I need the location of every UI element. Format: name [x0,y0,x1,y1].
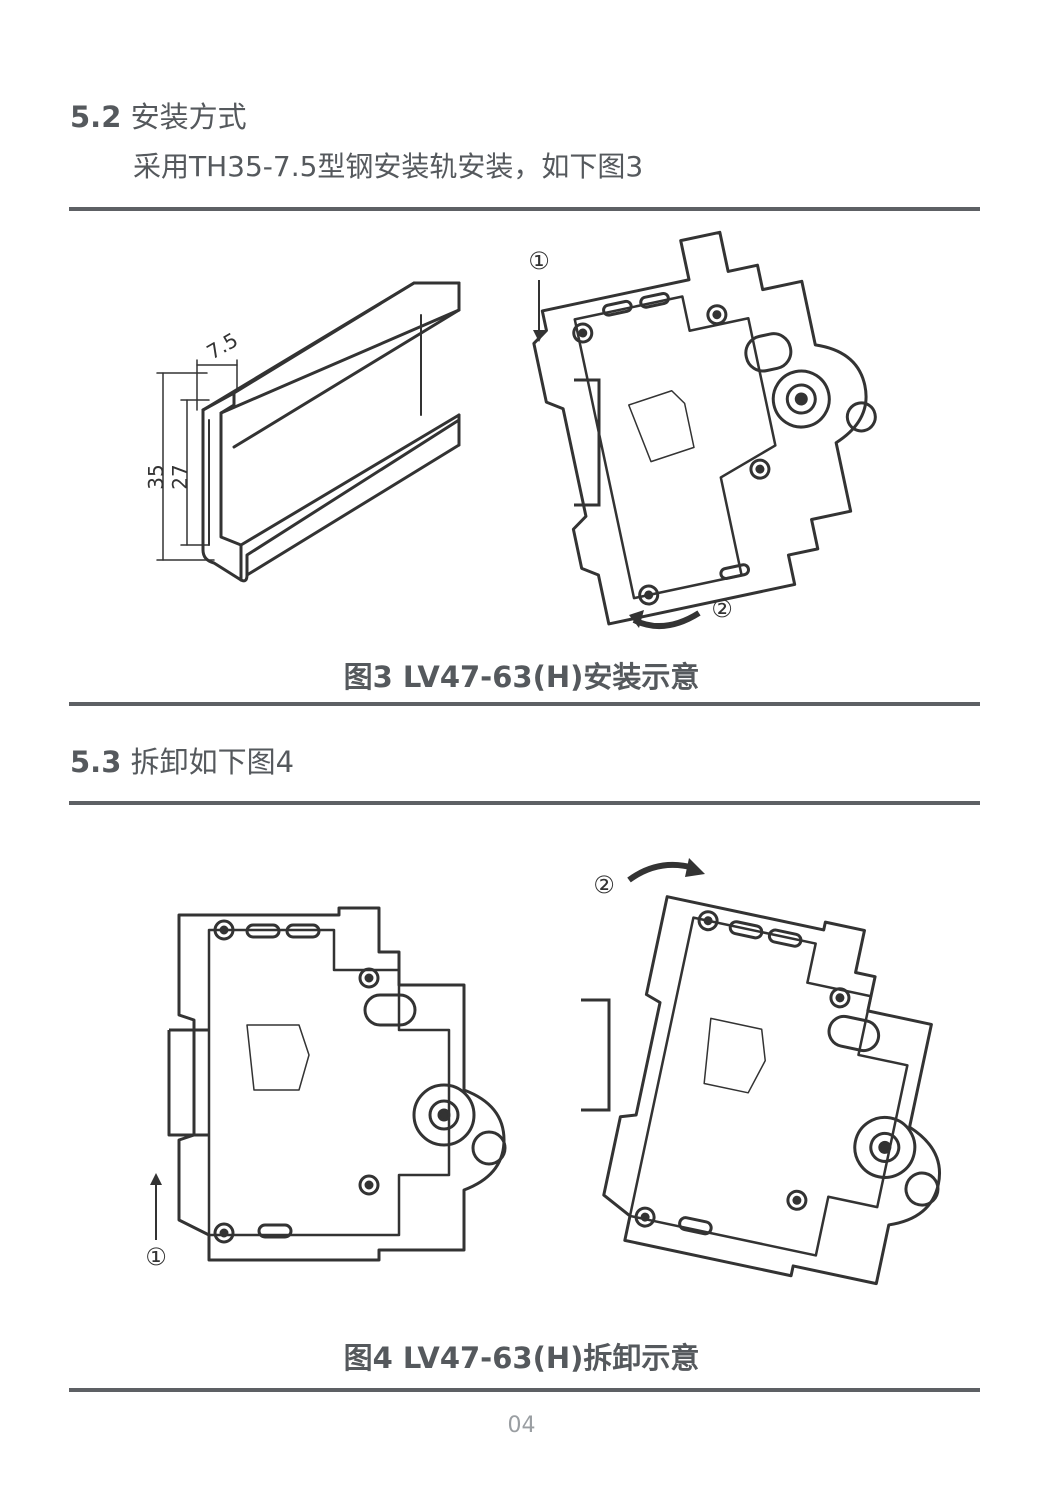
step-1-marker: ① [145,1243,167,1271]
rail-inner-label: 27 [168,464,192,489]
divider [69,207,980,211]
breaker-removal-drawing [602,895,941,1286]
section-title: 拆卸如下图4 [130,745,295,779]
din-rail-drawing [201,281,461,583]
section-title: 安装方式 [130,100,247,134]
breaker-install-drawing [532,230,877,626]
figure-3-illustration: 7.5 35 27 ① ② [144,230,877,630]
step-1-marker: ① [528,247,550,275]
divider [69,801,980,805]
section-5-3-heading: 5.3 拆卸如下图4 [70,739,294,781]
divider [69,702,980,706]
breaker-upright-drawing [167,906,507,1262]
section-number: 5.2 [70,100,122,134]
step-2-marker: ② [711,595,733,623]
figure-4-illustration: ① ② [145,858,941,1286]
section-number: 5.3 [70,745,122,779]
section-5-2-heading: 5.2 安装方式 [70,94,247,136]
figure-3-caption: 图3 LV47-63(H)安装示意 [343,660,700,694]
step-2-marker: ② [593,871,615,899]
rail-dimension-lines [156,359,238,561]
rail-height-label: 35 [144,464,168,489]
page-number: 04 [507,1413,536,1438]
install-description: 采用TH35-7.5型钢安装轨安装，如下图3 [133,150,644,183]
rail-width-label: 7.5 [203,328,243,365]
figure-4-caption: 图4 LV47-63(H)拆卸示意 [343,1341,700,1375]
divider [69,1388,980,1392]
